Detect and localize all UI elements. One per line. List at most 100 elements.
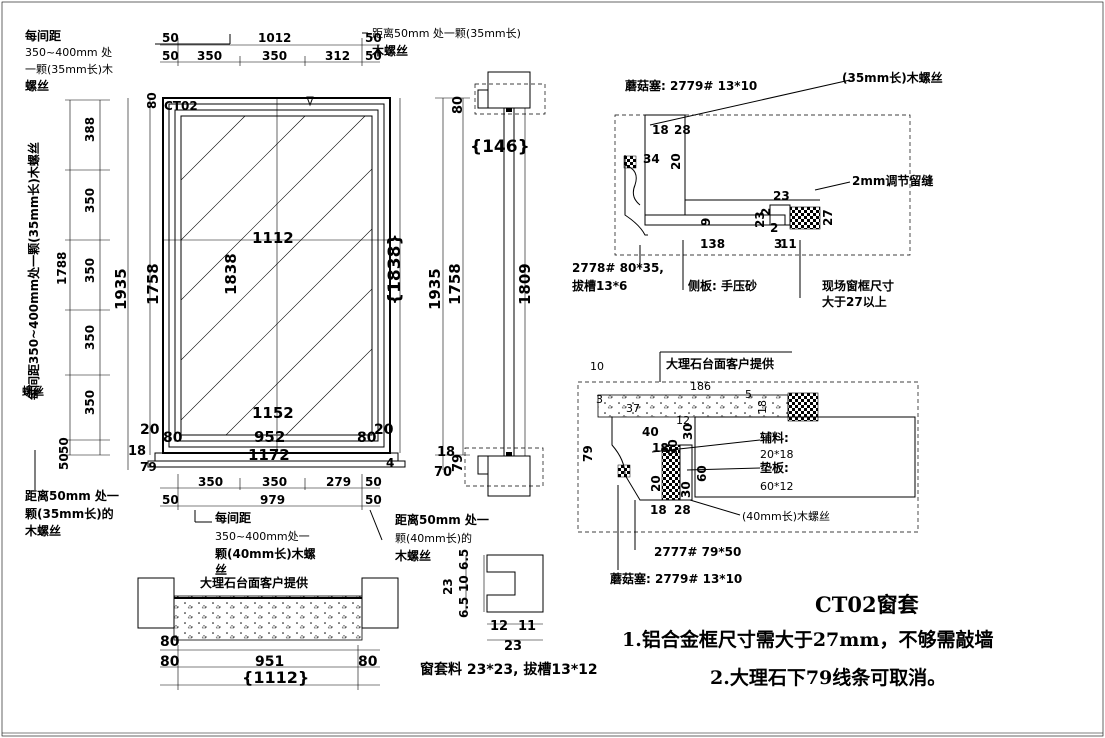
dim-left-50a: 50: [57, 437, 71, 454]
dim-left-350b: 350: [83, 258, 97, 283]
bottom-left-note-3: 木螺丝: [24, 523, 61, 538]
dim-top2-50-right: 50: [365, 49, 382, 63]
detail-top-mushroom: 蘑菇塞: 2779# 13*10: [625, 78, 757, 93]
dim-top2-50: 50: [162, 49, 179, 63]
db-dim-3: 3: [596, 393, 603, 406]
db-dim-18a: 18: [756, 400, 769, 414]
dim-80-top: 80: [145, 92, 159, 109]
dim-bot-350b: 350: [262, 475, 287, 489]
db-dim-10: 10: [590, 360, 604, 373]
dim-left-total: 1788: [55, 252, 69, 285]
side-dim-1935: 1935: [426, 268, 444, 310]
note-1: 1.铝合金框尺寸需大于27mm，不够需敲墙: [622, 628, 993, 651]
detail-top-gap: 2mm调节留缝: [852, 173, 933, 188]
dim-top2-350b: 350: [262, 49, 287, 63]
top-note-line1: 每间距: [25, 28, 61, 43]
left-side-note: 每间距350~400mm处一颗(35mm长)木螺丝: [26, 142, 41, 400]
dt-dim-138: 138: [700, 237, 725, 251]
bottom-right-note-3: 木螺丝: [394, 548, 431, 563]
db-pad-2: 60*12: [760, 480, 794, 493]
drawing-title: CT02窗套: [815, 592, 919, 617]
top-note-line2: 350~400mm 处: [25, 46, 112, 59]
dt-dim-34: 34: [643, 152, 660, 166]
dim-1758: 1758: [144, 263, 162, 305]
dim-1838-brace: {1838}: [385, 233, 405, 305]
dim-top2-350a: 350: [197, 49, 222, 63]
note-2: 2.大理石下79线条可取消。: [710, 666, 946, 689]
bottom-left-note-1: 距离50mm 处一: [25, 488, 119, 503]
dim-1935: 1935: [112, 268, 130, 310]
db-dim-60: 60: [695, 465, 709, 482]
dim-left-350c: 350: [83, 325, 97, 350]
dim-80-left: 80: [163, 430, 183, 446]
window-elevation: [147, 97, 406, 468]
left-dimension-chain: 388 350 350 350 350 50 50 1788 1935 1758…: [55, 98, 405, 470]
dim-bot-350a: 350: [198, 475, 223, 489]
bottom-mid-note-1: 每间距: [215, 510, 251, 525]
db-aux-2: 20*18: [760, 448, 794, 461]
dim-4: 4: [386, 456, 394, 470]
dim-18: 18: [128, 444, 146, 459]
db-dim-18b: 18: [652, 441, 669, 455]
dim-left-388: 388: [83, 117, 97, 142]
profile-dim-23: 23: [441, 578, 455, 595]
top-note-line3: 一颗(35mm长)木: [25, 63, 113, 76]
plan-dim-total: {1112}: [242, 668, 309, 687]
dim-left-350d: 350: [83, 390, 97, 415]
dim-left-350a: 350: [83, 188, 97, 213]
bottom-right-note-1: 距离50mm 处一: [395, 512, 489, 527]
side-dim-80: 80: [451, 96, 466, 114]
dim-top-50-right: 50: [365, 31, 382, 45]
elevation-tag: CT02: [164, 99, 198, 113]
dt-dim-23b: 23: [753, 211, 767, 228]
bottom-left-note-2: 颗(35mm长)的: [25, 506, 114, 521]
profile-dim-6.5b: 6.5: [457, 549, 471, 570]
db-dim-5: 5: [745, 388, 752, 401]
profile-dim-11: 11: [518, 619, 536, 634]
dim-952: 952: [254, 428, 285, 446]
side-dim-1809: 1809: [516, 263, 534, 305]
dim-20-left: 20: [140, 422, 160, 438]
detail-top-frame-1: 现场窗框尺寸: [822, 278, 894, 293]
side-dim-79: 79: [451, 454, 466, 472]
detail-top-screw: (35mm长)木螺丝: [842, 70, 943, 85]
side-section: [435, 71, 546, 497]
profile-section: [465, 554, 544, 641]
plan-dim-951: 951: [255, 654, 284, 670]
side-dim-18: 18: [437, 445, 455, 460]
db-dim-20: 20: [649, 475, 663, 492]
side-dim-146: {146}: [470, 137, 530, 157]
db-mushroom: 蘑菇塞: 2779# 13*10: [610, 571, 742, 586]
profile-caption: 窗套料 23*23, 拔槽13*12: [420, 661, 598, 678]
dt-dim-11: 11: [780, 237, 797, 251]
db-dim-18c: 18: [650, 503, 667, 517]
dt-dim-20: 20: [669, 153, 683, 170]
dt-dim-18: 18: [652, 123, 669, 137]
dim-1112: 1112: [252, 229, 294, 247]
plan-dim-80b: 80: [160, 654, 180, 670]
bottom-right-note-2: 颗(40mm长)的: [395, 531, 472, 545]
db-dim-28: 28: [674, 503, 691, 517]
detail-top-frame-2: 大于27以上: [822, 294, 887, 309]
dt-dim-2b: 2: [770, 221, 778, 235]
plan-marble: 大理石台面客户提供: [200, 575, 308, 590]
db-dim-30b: 30: [681, 423, 695, 440]
dim-top-1012: 1012: [258, 31, 291, 45]
dim-top2-312: 312: [325, 49, 350, 63]
dim-bot-279: 279: [326, 475, 351, 489]
db-marble: 大理石台面客户提供: [666, 356, 774, 371]
dim-top-50-left: 50: [162, 31, 179, 45]
left-side-note-tail: 螺丝: [22, 384, 44, 398]
top-note-line4: 螺丝: [25, 78, 49, 93]
bottom-mid-note-2: 350~400mm处一: [215, 530, 310, 543]
db-pad-1: 垫板:: [760, 460, 789, 475]
dim-1838-inner: 1838: [222, 253, 240, 295]
plan-dim-80c: 80: [358, 654, 378, 670]
db-aux-1: 辅料:: [760, 430, 789, 445]
db-dim-30a: 30: [666, 439, 680, 456]
db-2777: 2777# 79*50: [654, 545, 741, 559]
profile-dim-23h: 23: [504, 639, 522, 654]
bottom-dimension-rows: 350 350 279 50 50 979 50: [160, 474, 382, 510]
